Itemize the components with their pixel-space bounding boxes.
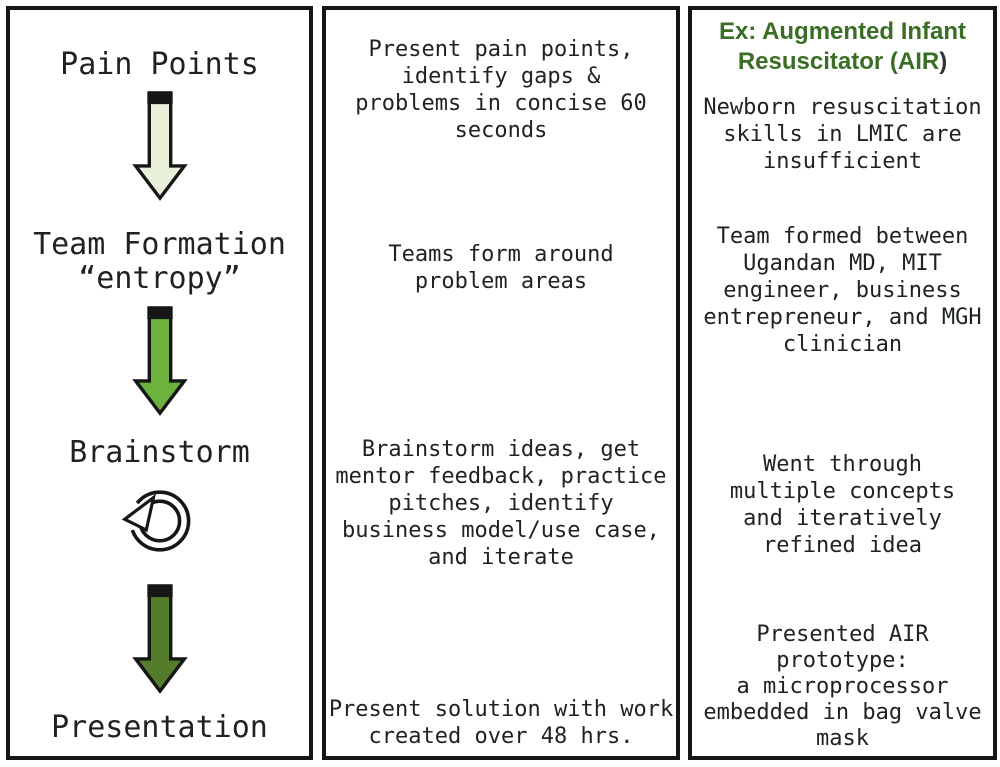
iterate-cycle-icon: [119, 489, 190, 552]
process-column: Pain Points Team Formation “entropy” Bra…: [6, 6, 313, 760]
step-label-brainstorm: Brainstorm: [69, 435, 250, 470]
example-block-team-formation: Team formed between Ugandan MD, MIT engi…: [703, 224, 982, 357]
step-label-team-formation: Team Formation “entropy”: [33, 227, 286, 296]
example-block-brainstorm: Went through multiple concepts and itera…: [729, 452, 956, 558]
down-arrow-icon-1: [131, 91, 188, 201]
description-block-presentation: Present solution with work created over …: [328, 697, 674, 749]
step-label-pain-points: Pain Points: [60, 47, 259, 82]
down-arrow-icon-3: [131, 584, 188, 694]
example-header: Ex: Augmented Infant Resuscitator (AIR): [692, 17, 993, 77]
example-column: Ex: Augmented Infant Resuscitator (AIR) …: [688, 6, 997, 760]
description-block-team-formation: Teams form around problem areas: [388, 242, 614, 294]
descriptions-column: Present pain points, identify gaps & pro…: [322, 6, 680, 760]
example-block-presentation: Presented AIR prototype: a microprocesso…: [703, 622, 982, 751]
example-header-close-paren: ): [939, 48, 948, 75]
down-arrow-icon-2: [131, 306, 188, 416]
step-label-presentation: Presentation: [51, 710, 268, 745]
example-header-text: Ex: Augmented Infant Resuscitator (AIR: [718, 18, 967, 75]
description-block-pain-points: Present pain points, identify gaps & pro…: [355, 37, 647, 143]
description-block-brainstorm: Brainstorm ideas, get mentor feedback, p…: [335, 437, 667, 570]
example-block-pain-points: Newborn resuscitation skills in LMIC are…: [703, 95, 982, 174]
